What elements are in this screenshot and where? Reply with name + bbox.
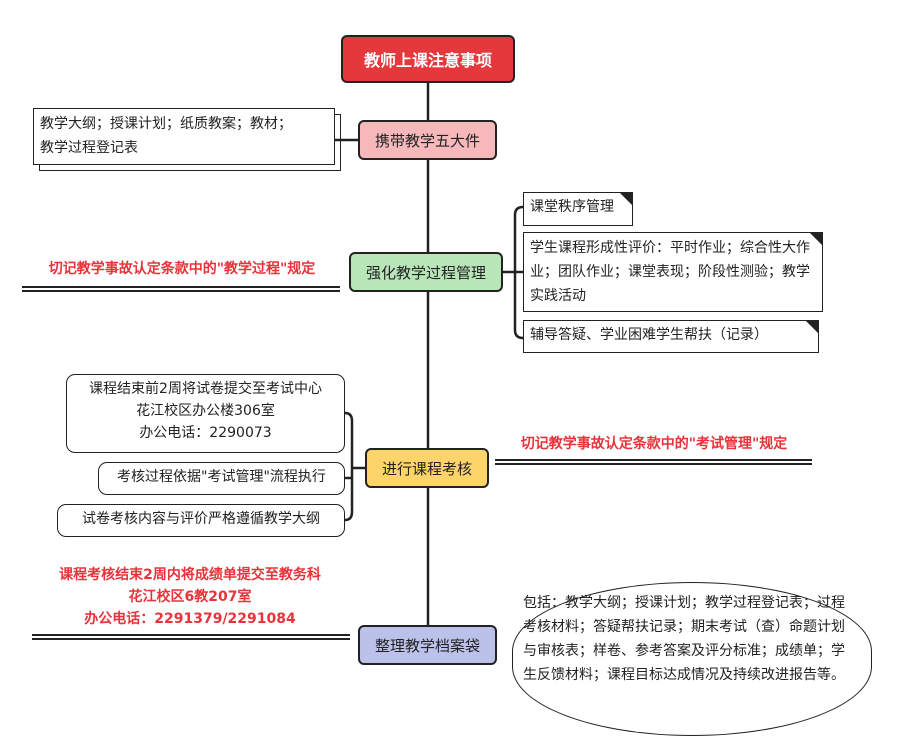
warning-line: 花江校区6教207室 — [128, 589, 252, 605]
note-text: 包括：教学大纲；授课计划；教学过程登记表；过程考核材料；答疑帮扶记录；期末考试（… — [523, 595, 845, 683]
double-divider — [22, 286, 340, 292]
root-title: 教师上课注意事项 — [341, 35, 515, 83]
node-archive-bag: 整理教学档案袋 — [358, 625, 497, 665]
note-five-materials: 教学大纲；授课计划；纸质教案；教材； 教学过程登记表 — [33, 108, 335, 165]
warning-grade-submission: 课程考核结束2周内将成绩单提交至教务科 花江校区6教207室 办公电话：2291… — [30, 564, 350, 630]
note-line: 教学大纲；授课计划；纸质教案；教材； — [40, 116, 292, 132]
note-exam-process: 考核过程依据"考试管理"流程执行 — [98, 462, 345, 495]
note-archive-contents: 包括：教学大纲；授课计划；教学过程登记表；过程考核材料；答疑帮扶记录；期末考试（… — [512, 582, 872, 736]
double-divider — [32, 634, 350, 640]
note-line: 教学过程登记表 — [40, 140, 138, 156]
note-formative-evaluation: 学生课程形成性评价：平时作业；综合性大作业；团队作业；课堂表现；阶段性测验；教学… — [524, 233, 822, 311]
node-process-management: 强化教学过程管理 — [349, 252, 503, 292]
note-line: 办公电话：2290073 — [139, 425, 272, 441]
warning-line: 课程考核结束2周内将成绩单提交至教务科 — [59, 567, 321, 583]
note-line: 花江校区办公楼306室 — [136, 403, 275, 419]
note-exam-content: 试卷考核内容与评价严格遵循教学大纲 — [57, 504, 345, 537]
note-tutoring: 辅导答疑、学业困难学生帮扶（记录） — [524, 321, 818, 352]
node-course-assessment: 进行课程考核 — [365, 448, 489, 488]
note-classroom-order: 课堂秩序管理 — [524, 193, 632, 225]
warning-teaching-process: 切记教学事故认定条款中的"教学过程"规定 — [48, 261, 316, 277]
warning-line: 办公电话：2291379/2291084 — [84, 611, 296, 627]
node-carry-materials: 携带教学五大件 — [358, 120, 497, 160]
note-line: 课程结束前2周将试卷提交至考试中心 — [89, 381, 322, 397]
note-exam-submission: 课程结束前2周将试卷提交至考试中心 花江校区办公楼306室 办公电话：22900… — [66, 374, 345, 453]
double-divider — [495, 459, 812, 465]
warning-exam-management: 切记教学事故认定条款中的"考试管理"规定 — [520, 436, 788, 452]
